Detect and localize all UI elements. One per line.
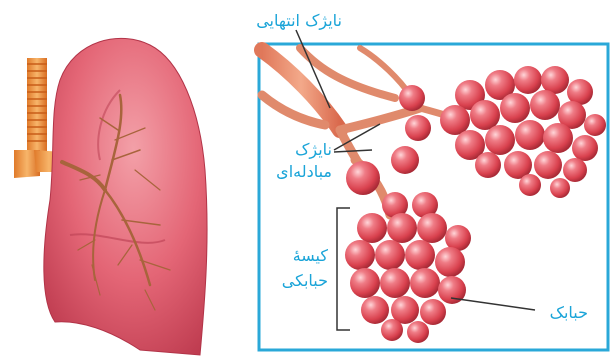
label-terminal-bronchiole: نایژک انتهایی bbox=[232, 11, 342, 31]
label-alveolus: حبابک bbox=[536, 303, 588, 323]
label-alveolar-sac-line2: حبابکی bbox=[266, 271, 328, 291]
label-alveolar-sac-line1: کیسهٔ bbox=[272, 246, 328, 266]
lung-illustration bbox=[14, 38, 207, 355]
lung-lobe bbox=[44, 38, 207, 355]
label-respiratory-bronchiole-line1: نایژک bbox=[270, 140, 332, 160]
label-respiratory-bronchiole-line2: مبادله‌ای bbox=[258, 162, 332, 182]
